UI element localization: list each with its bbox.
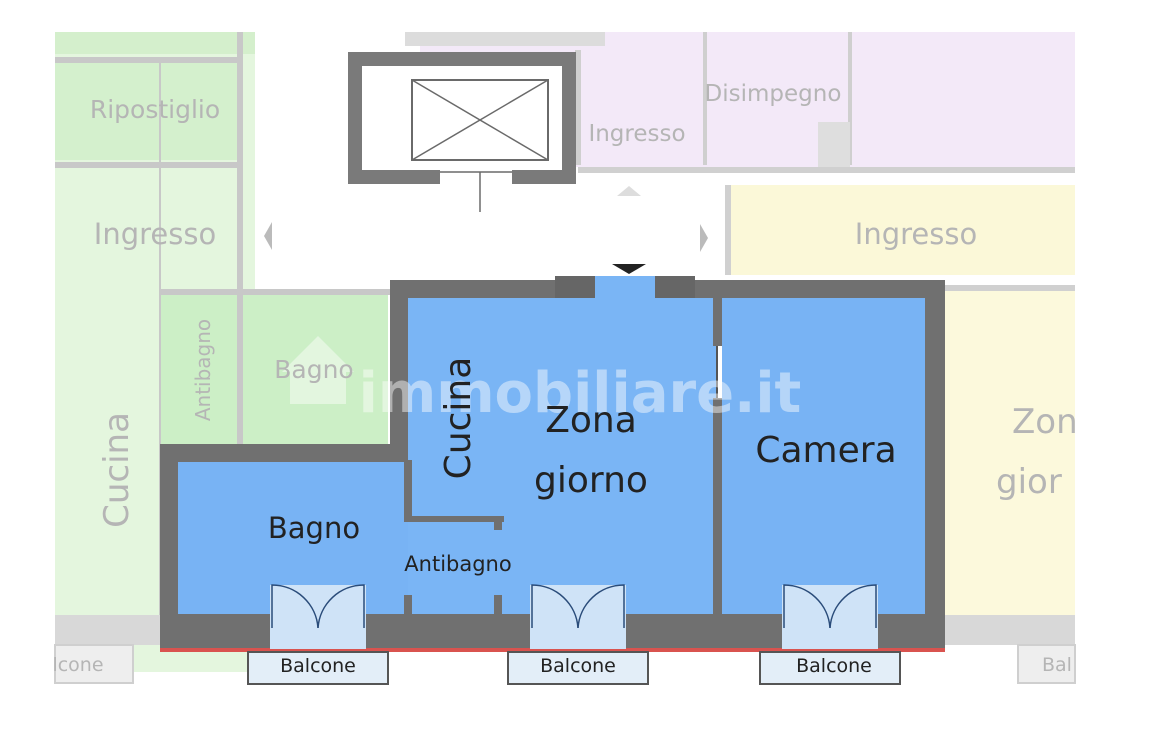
balcony-3 — [759, 584, 901, 685]
label-balcone-1: Balcone — [280, 655, 356, 677]
left-arrow-icon[interactable] — [264, 222, 272, 250]
label-cucina-left: Cucina — [97, 412, 137, 528]
balcony-2 — [507, 584, 649, 685]
label-balcone-3: Balcone — [796, 655, 872, 677]
watermark-text: immobiliare.it — [359, 361, 802, 426]
house-logo-icon — [282, 336, 354, 404]
label-zona-giorno-2: giorno — [534, 460, 648, 501]
elevator-shaft — [348, 52, 576, 212]
label-disimpegno: Disimpegno — [705, 81, 842, 107]
label-antibagno: Antibagno — [404, 552, 511, 576]
label-bagno: Bagno — [268, 511, 360, 545]
label-ingresso-top: Ingresso — [588, 121, 685, 147]
camera-area — [722, 296, 925, 614]
right-arrow-icon[interactable] — [700, 224, 708, 252]
label-zona-right-2: gior — [996, 462, 1062, 502]
antibagno-area — [412, 522, 500, 614]
neighbor-left-unit — [54, 32, 390, 684]
label-ripostiglio: Ripostiglio — [90, 95, 220, 124]
label-balcone-2: Balcone — [540, 655, 616, 677]
label-ingresso-right: Ingresso — [855, 217, 977, 251]
down-arrow-icon[interactable] — [612, 264, 646, 274]
label-balcone-left: lcone — [52, 654, 103, 676]
label-antibagno-left: Antibagno — [191, 319, 215, 421]
label-balcone-right: Bal — [1042, 654, 1072, 676]
label-cucina: Cucina — [438, 357, 479, 480]
neighbor-right-unit — [725, 185, 1076, 684]
label-bagno-left: Bagno — [274, 355, 353, 384]
balcony-1 — [247, 584, 389, 685]
label-ingresso-left: Ingresso — [94, 217, 216, 251]
up-arrow-icon[interactable] — [617, 186, 641, 196]
label-zona-right-1: Zon — [1012, 402, 1078, 442]
label-camera: Camera — [755, 430, 896, 471]
watermark: immobiliare.it — [282, 336, 801, 426]
label-zona-giorno-1: Zona — [545, 400, 637, 441]
